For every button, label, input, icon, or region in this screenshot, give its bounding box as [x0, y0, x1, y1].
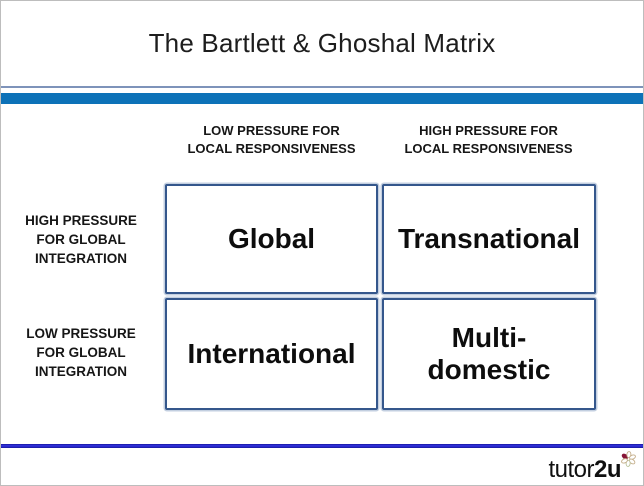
column-header-high-local-responsiveness: HIGH PRESSURE FOR LOCAL RESPONSIVENESS — [404, 123, 573, 156]
flower-pinwheel-icon — [620, 448, 637, 467]
logo-text-regular: tutor — [548, 456, 594, 483]
footer-divider — [1, 444, 643, 448]
matrix-cell-international: International — [165, 298, 378, 410]
header-divider-thin — [1, 86, 643, 88]
matrix-cell-global: Global — [165, 184, 378, 294]
tutor2u-logo: tutor2u — [548, 451, 636, 483]
row-label-low-global-integration: LOW PRESSURE FOR GLOBAL INTEGRATION — [26, 326, 136, 379]
row-label-high-global-integration: HIGH PRESSURE FOR GLOBAL INTEGRATION — [25, 213, 137, 266]
slide-title: The Bartlett & Ghoshal Matrix — [148, 28, 496, 58]
matrix-cell-transnational: Transnational — [382, 184, 596, 294]
header-accent-bar — [1, 93, 643, 104]
logo-text-bold: 2u — [593, 456, 622, 483]
column-header-low-local-responsiveness: LOW PRESSURE FOR LOCAL RESPONSIVENESS — [187, 123, 356, 156]
matrix-cell-multi-domestic: Multi- domestic — [382, 298, 596, 410]
